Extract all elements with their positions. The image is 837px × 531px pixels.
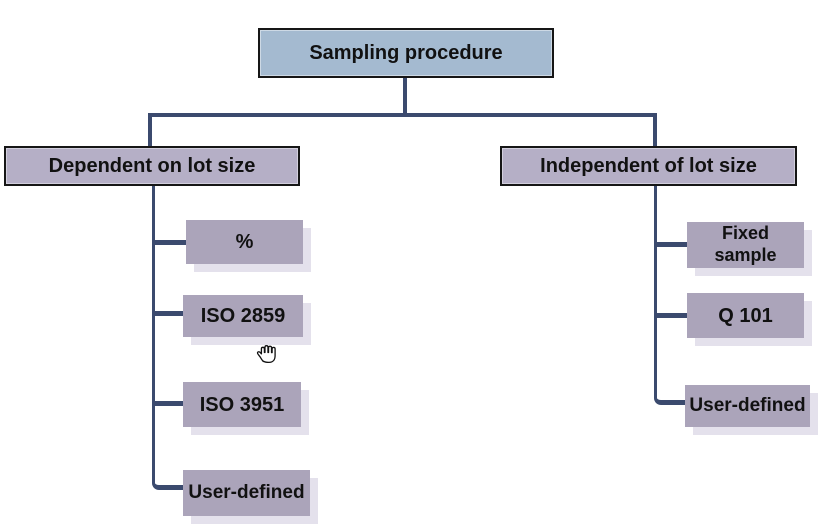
leaf-node-label: User-defined <box>689 394 806 416</box>
connector-root-drop <box>403 78 407 116</box>
connector-right-branch-drop <box>653 113 657 146</box>
connector-stub-iso3951 <box>154 401 186 406</box>
connector-elbow-userdefined-right <box>654 370 687 405</box>
root-node-sampling-procedure[interactable]: Sampling procedure <box>258 28 554 78</box>
leaf-node-label: User-defined <box>188 481 305 503</box>
leaf-node-label: Q 101 <box>718 304 773 327</box>
root-node-label: Sampling procedure <box>309 42 503 64</box>
branch-node-independent-of-lot-size[interactable]: Independent of lot size <box>500 146 797 186</box>
connector-horizontal-main <box>148 113 657 117</box>
hand-cursor-icon <box>254 336 284 370</box>
leaf-node-q-101[interactable]: Q 101 <box>687 293 804 338</box>
connector-stub-fixed-sample <box>656 242 687 247</box>
branch-node-label: Independent of lot size <box>540 155 757 177</box>
branch-node-dependent-on-lot-size[interactable]: Dependent on lot size <box>4 146 300 186</box>
connector-left-branch-drop <box>148 113 152 146</box>
connector-left-trunk <box>152 186 155 457</box>
connector-elbow-userdefined-left <box>152 455 186 490</box>
connector-stub-percent <box>154 240 186 245</box>
branch-node-label: Dependent on lot size <box>48 155 256 177</box>
connector-stub-iso2859 <box>154 311 186 316</box>
leaf-node-user-defined-right[interactable]: User-defined <box>685 385 810 427</box>
connector-stub-q101 <box>656 313 687 318</box>
leaf-node-fixed-sample[interactable]: Fixed sample <box>687 222 804 268</box>
leaf-node-label: ISO 2859 <box>200 305 286 327</box>
leaf-node-label: Fixed sample <box>714 223 777 265</box>
leaf-node-label: % <box>235 231 254 253</box>
leaf-node-iso-3951[interactable]: ISO 3951 <box>183 382 301 427</box>
leaf-node-user-defined-left[interactable]: User-defined <box>183 470 310 516</box>
leaf-node-label: ISO 3951 <box>199 393 285 416</box>
leaf-node-iso-2859[interactable]: ISO 2859 <box>183 295 303 337</box>
connector-right-trunk <box>654 186 657 372</box>
leaf-node-percent[interactable]: % <box>186 220 303 264</box>
